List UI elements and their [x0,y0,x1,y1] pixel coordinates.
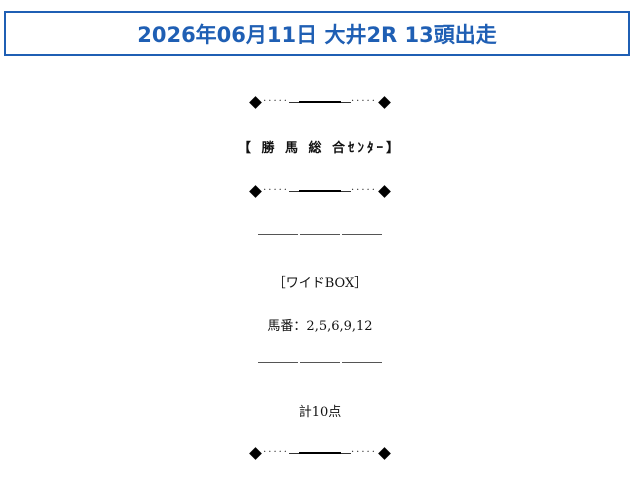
horse-numbers: 馬番：2,5,6,9,12 [267,319,373,334]
diamond-icon [249,95,262,109]
thin-bar-decoration [289,452,299,454]
dots-decoration: ····· [263,96,289,107]
rule-divider [0,234,640,235]
rule-segment [342,234,382,235]
dots-decoration: ····· [263,447,289,458]
rule-segment [342,362,382,363]
ornament-divider: ····· ····· [0,95,640,109]
thin-bar-decoration [341,452,351,454]
dots-decoration: ····· [351,96,377,107]
rule-segment [258,234,298,235]
thin-bar-decoration [289,190,299,192]
thin-bar-decoration [341,101,351,103]
ornament-divider: ····· ····· [0,184,640,198]
bet-type: ［ワイドBOX］ [272,276,368,291]
diamond-icon [378,184,391,198]
dots-decoration: ····· [351,185,377,196]
thin-bar-decoration [289,101,299,103]
thick-bar-decoration [299,190,341,192]
race-header: 2026年06月11日 大井2R 13頭出走 [4,11,630,56]
diamond-icon [249,446,262,460]
diamond-icon [378,95,391,109]
thick-bar-decoration [299,452,341,454]
dots-decoration: ····· [263,185,289,196]
diamond-icon [378,446,391,460]
race-title: 2026年06月11日 大井2R 13頭出走 [137,22,497,47]
total-points: 計10点 [298,405,342,420]
rule-segment [300,234,340,235]
thick-bar-decoration [299,101,341,103]
rule-segment [300,362,340,363]
ornament-divider: ····· ····· [0,446,640,460]
rule-segment [258,362,298,363]
diamond-icon [249,184,262,198]
source-label: 【 勝 馬 総 合ｾﾝﾀｰ】 [237,141,403,156]
dots-decoration: ····· [351,447,377,458]
thin-bar-decoration [341,190,351,192]
rule-divider [0,362,640,363]
